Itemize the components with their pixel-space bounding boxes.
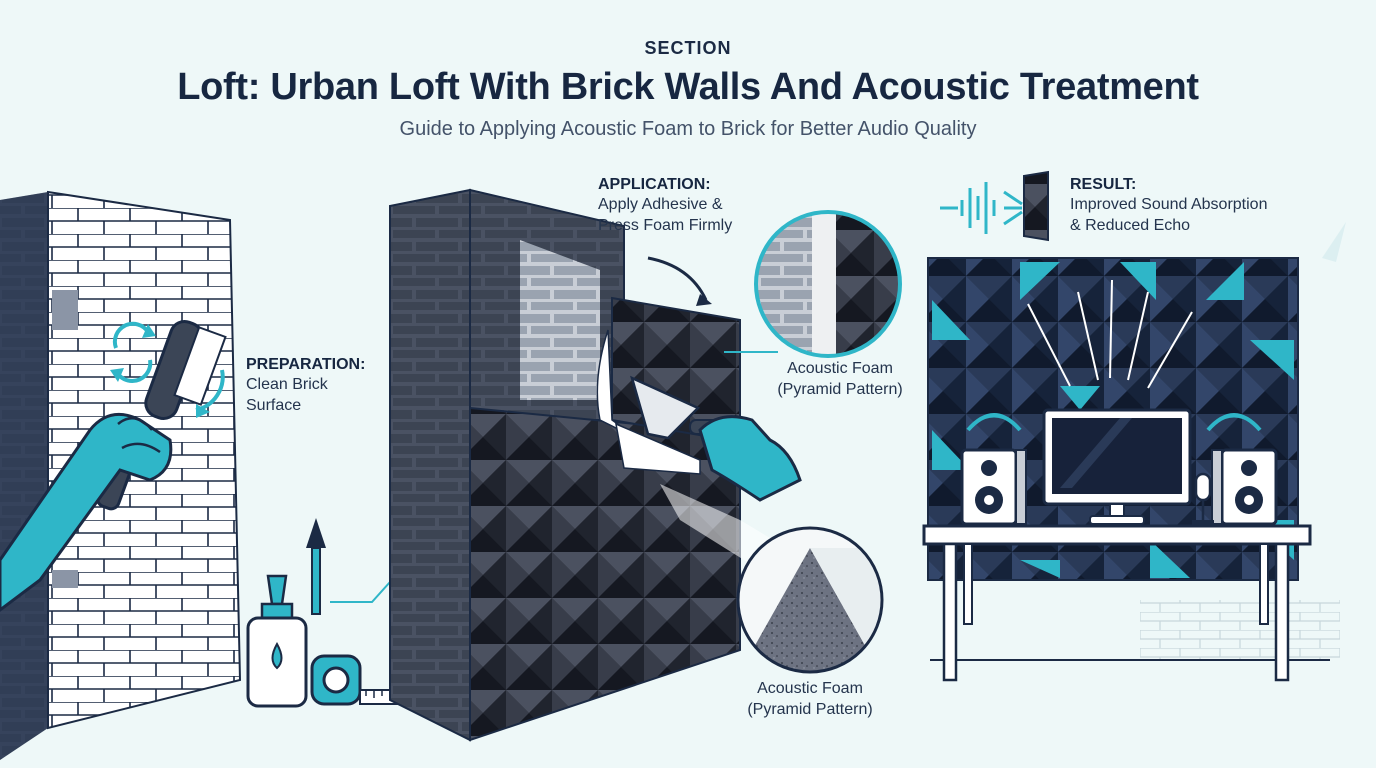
result-heading: RESULT: — [1070, 176, 1137, 193]
cycle-arrows-icon — [110, 321, 156, 383]
desk-icon — [922, 524, 1312, 682]
preparation-line2: Surface — [246, 397, 302, 414]
glove-icon — [698, 415, 802, 502]
decor-shape — [1322, 222, 1346, 262]
application-label: APPLICATION: Apply Adhesive & Press Foam… — [598, 176, 732, 236]
preparation-label: PREPARATION: Clean Brick Surface — [246, 356, 365, 416]
paint-brush-icon — [306, 518, 326, 615]
glove-icon — [0, 412, 173, 612]
foam-closeup-line2: (Pyramid Pattern) — [777, 381, 903, 398]
arrow-icon — [647, 256, 708, 301]
application-line1: Apply Adhesive & — [598, 196, 723, 213]
sound-wave-arrows — [1027, 279, 1193, 389]
result-line2: & Reduced Echo — [1070, 217, 1191, 234]
speaker-icon — [960, 448, 1027, 526]
section-eyebrow: SECTION — [644, 38, 732, 58]
result-label: RESULT: Improved Sound Absorption & Redu… — [1070, 176, 1267, 236]
foam-closeup-line1: Acoustic Foam — [787, 360, 893, 377]
light-beam — [660, 484, 790, 570]
tape-measure-icon — [310, 654, 401, 706]
foam-texture-line2: (Pyramid Pattern) — [747, 701, 873, 718]
light-brick-background — [1140, 600, 1340, 660]
adhesive-bottle-icon — [246, 574, 308, 708]
leader-line — [330, 581, 391, 603]
foam-panel-installed — [469, 406, 741, 742]
monitor-icon — [1042, 408, 1192, 525]
application-heading: APPLICATION: — [598, 176, 711, 193]
page-title: Loft: Urban Loft With Brick Walls And Ac… — [177, 66, 1199, 108]
foam-texture-circle — [736, 526, 884, 674]
result-line1: Improved Sound Absorption — [1070, 196, 1268, 213]
foam-closeup-caption: Acoustic Foam (Pyramid Pattern) — [760, 358, 920, 400]
application-line2: Press Foam Firmly — [598, 217, 733, 234]
sound-wave-icon — [940, 170, 1049, 242]
preparation-heading: PREPARATION: — [246, 356, 366, 373]
microphone-icon — [1192, 472, 1214, 526]
page-subtitle: Guide to Applying Acoustic Foam to Brick… — [399, 118, 977, 140]
speaker-waves — [966, 413, 1262, 432]
foam-closeup-circle — [754, 210, 902, 358]
preparation-line1: Clean Brick — [246, 376, 328, 393]
foam-texture-line1: Acoustic Foam — [757, 680, 863, 697]
foam-texture-caption: Acoustic Foam (Pyramid Pattern) — [730, 678, 890, 720]
speaker-icon — [1211, 448, 1278, 526]
